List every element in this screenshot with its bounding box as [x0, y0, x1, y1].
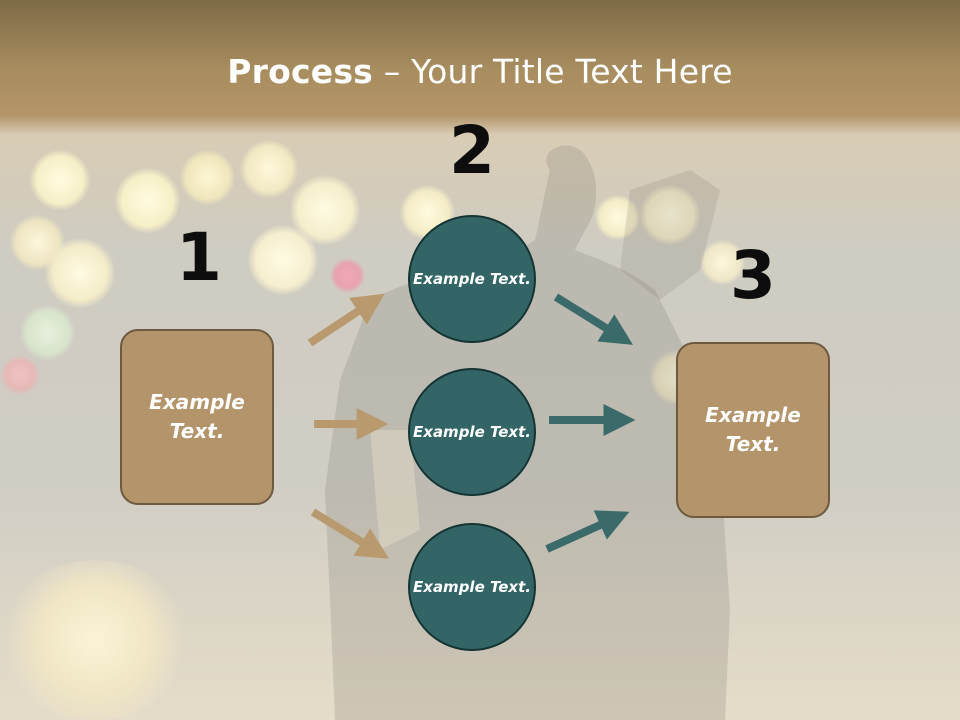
middle-node-top-label: Example Text.	[413, 269, 531, 288]
start-box-label: Example Text.	[149, 390, 245, 443]
title-rest: – Your Title Text Here	[373, 52, 733, 91]
step-number-3: 3	[730, 237, 776, 314]
step-number-1: 1	[176, 219, 222, 296]
middle-node-center[interactable]: Example Text.	[408, 368, 536, 496]
arrow-bottom-to-end	[545, 510, 630, 553]
arrow-start-to-bottom	[310, 508, 390, 559]
arrow-start-to-top	[307, 293, 385, 347]
end-box[interactable]: Example Text.	[676, 342, 830, 518]
arrow-top-to-end	[553, 293, 634, 345]
end-box-label: Example Text.	[705, 403, 801, 456]
middle-node-center-label: Example Text.	[413, 422, 531, 441]
step-number-2: 2	[449, 112, 495, 189]
middle-node-bottom-label: Example Text.	[413, 577, 531, 596]
start-box[interactable]: Example Text.	[120, 329, 274, 505]
slide-title: Process – Your Title Text Here	[0, 52, 960, 91]
title-bold: Process	[227, 52, 374, 91]
middle-node-bottom[interactable]: Example Text.	[408, 523, 536, 651]
middle-node-top[interactable]: Example Text.	[408, 215, 536, 343]
